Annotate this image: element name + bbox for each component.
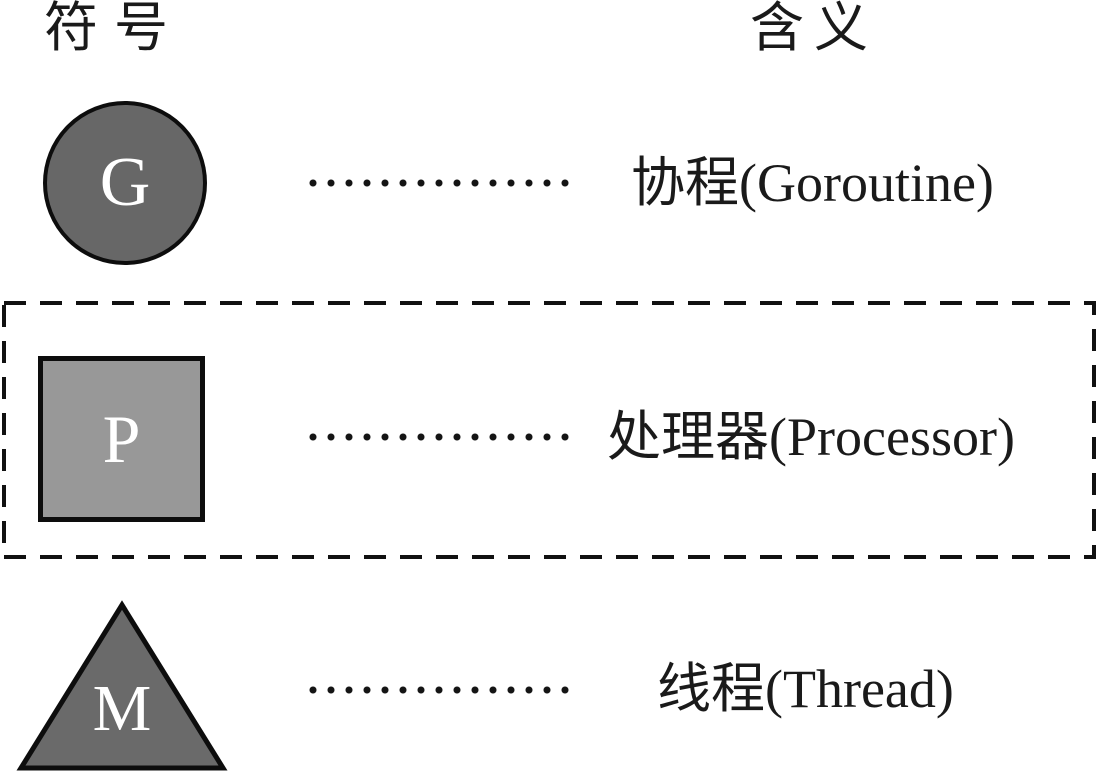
thread-letter: M: [92, 672, 152, 745]
processor-meaning-label: 处理器(Processor): [607, 407, 1015, 467]
dotted-connector-goroutine: [304, 179, 574, 187]
column-header-symbol: 符号: [44, 0, 184, 58]
dotted-connector-thread: [304, 686, 574, 694]
processor-dashed-box: [2, 301, 1096, 559]
goroutine-letter: G: [99, 144, 151, 221]
thread-meaning-label: 线程(Thread): [657, 659, 954, 719]
goroutine-meaning-label: 协程(Goroutine): [631, 153, 994, 213]
processor-letter: P: [102, 400, 141, 477]
processor-square-symbol: P: [38, 356, 205, 522]
column-header-meaning: 含义: [750, 0, 878, 58]
dotted-connector-processor: [304, 433, 574, 441]
goroutine-circle-symbol: G: [43, 101, 207, 265]
thread-triangle-symbol: [16, 600, 228, 771]
